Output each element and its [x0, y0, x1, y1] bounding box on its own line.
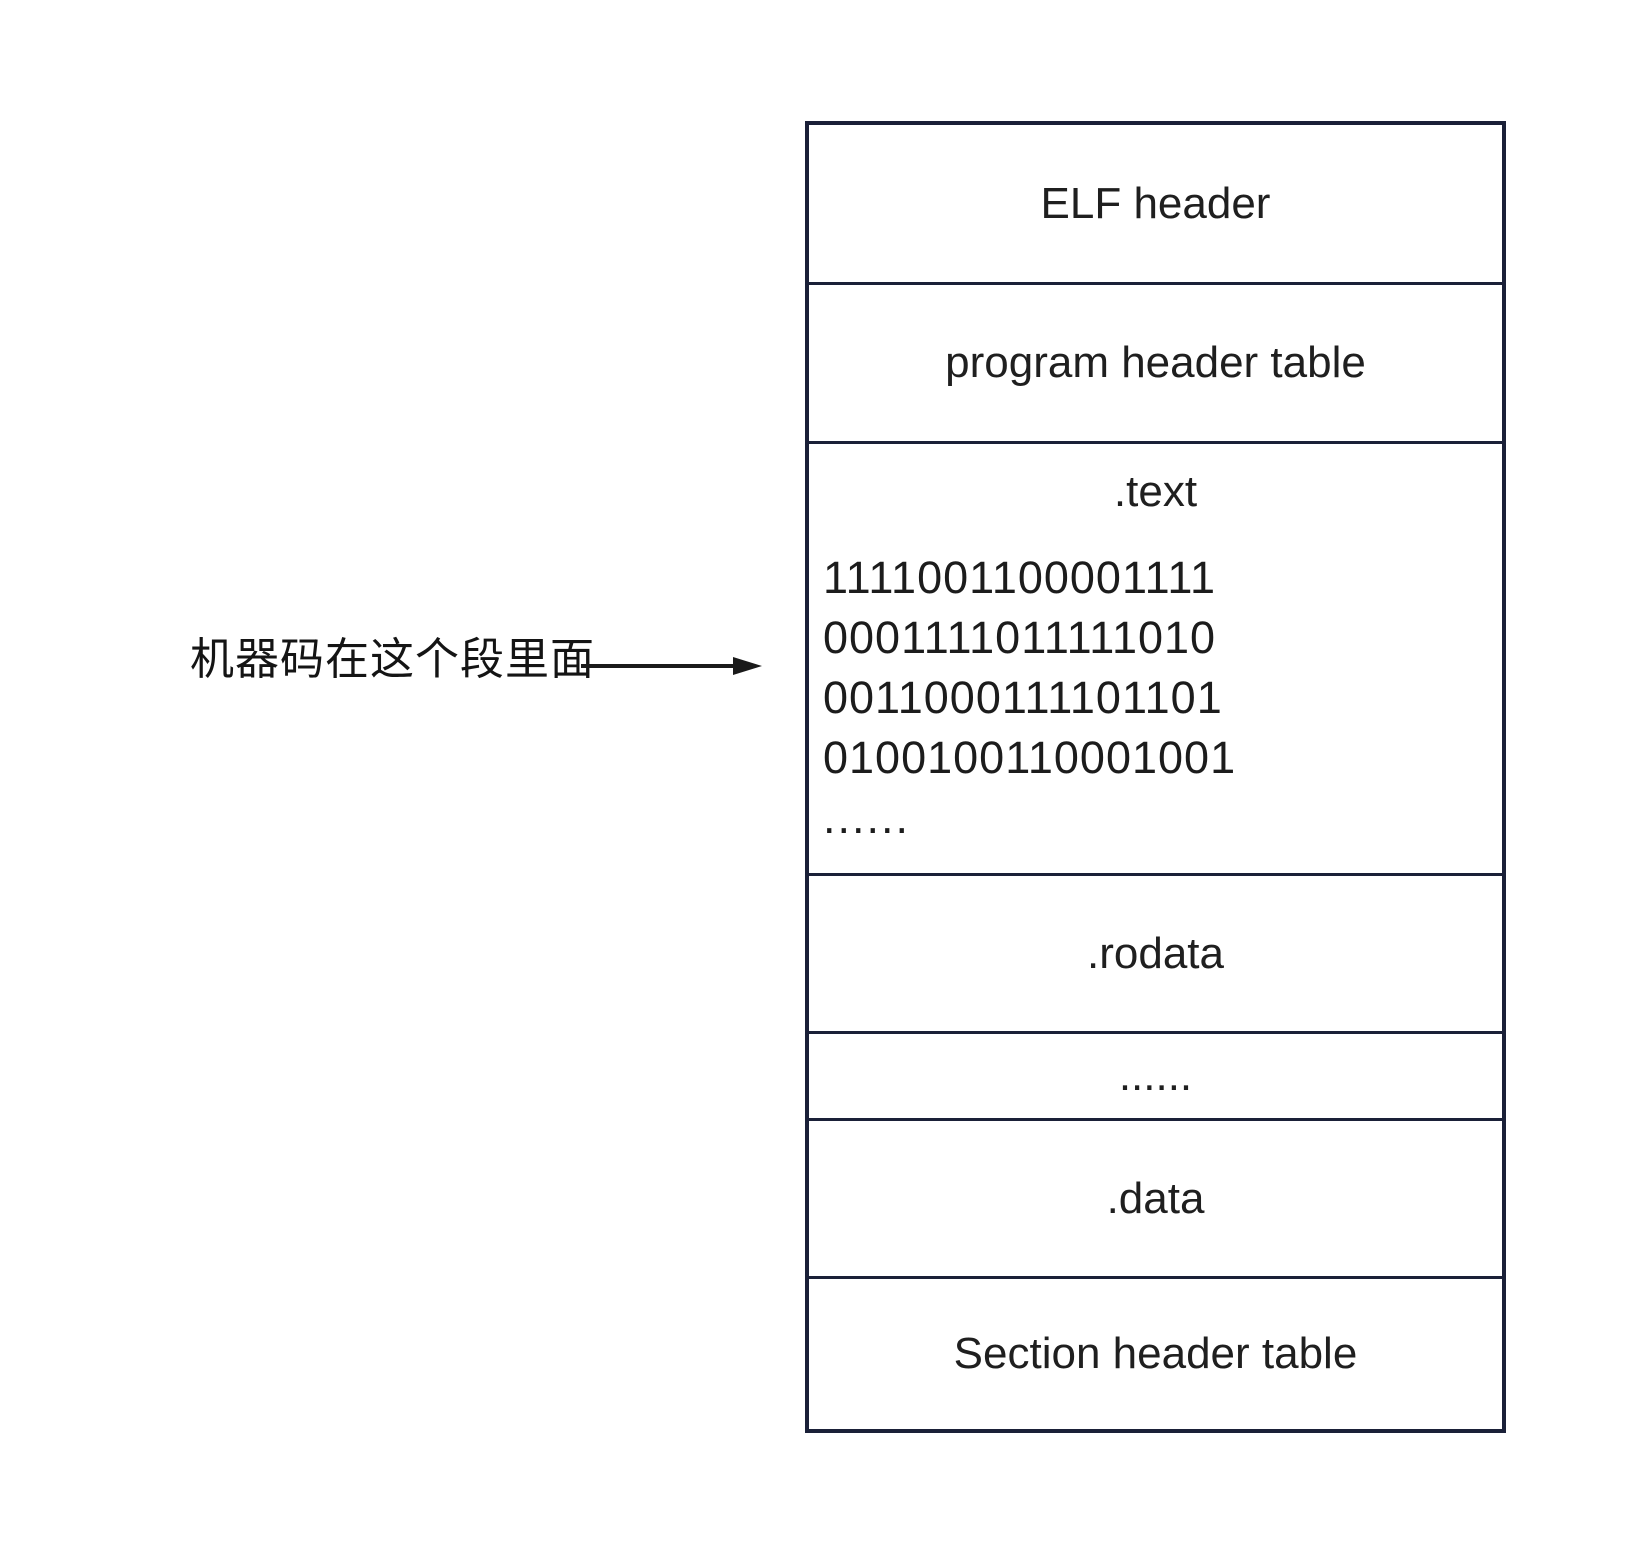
section-text-label: .text	[1113, 467, 1198, 516]
machine-code-line: 0001111011111010	[823, 612, 1217, 663]
section-elf-header-label: ELF header	[1040, 178, 1271, 228]
section-text: .text 1111001100001111 0001111011111010 …	[809, 441, 1502, 873]
annotation-machine-code-label: 机器码在这个段里面	[190, 635, 595, 684]
elf-box: ELF header program header table .text 11…	[805, 121, 1506, 1433]
section-header-table: Section header table	[809, 1276, 1502, 1429]
machine-code-line: 1111001100001111	[823, 552, 1217, 603]
section-data: .data	[809, 1118, 1502, 1276]
section-ellipsis-label: ......	[1118, 1051, 1193, 1100]
section-program-header-table-label: program header table	[945, 338, 1366, 387]
section-rodata-label: .rodata	[1087, 928, 1224, 978]
section-data-label: .data	[1106, 1173, 1205, 1223]
machine-code-ellipsis: ......	[823, 792, 911, 843]
right-arrow-icon	[581, 657, 762, 675]
section-header-table-label: Section header table	[953, 1329, 1358, 1378]
machine-code-block: 1111001100001111 0001111011111010 001100…	[809, 548, 1502, 848]
section-program-header-table: program header table	[809, 282, 1502, 441]
machine-code-line: 0100100110001001	[823, 732, 1237, 783]
machine-code-line: 0011000111101101	[823, 672, 1223, 723]
section-ellipsis: ......	[809, 1031, 1502, 1118]
section-elf-header: ELF header	[809, 125, 1502, 282]
section-rodata: .rodata	[809, 873, 1502, 1031]
